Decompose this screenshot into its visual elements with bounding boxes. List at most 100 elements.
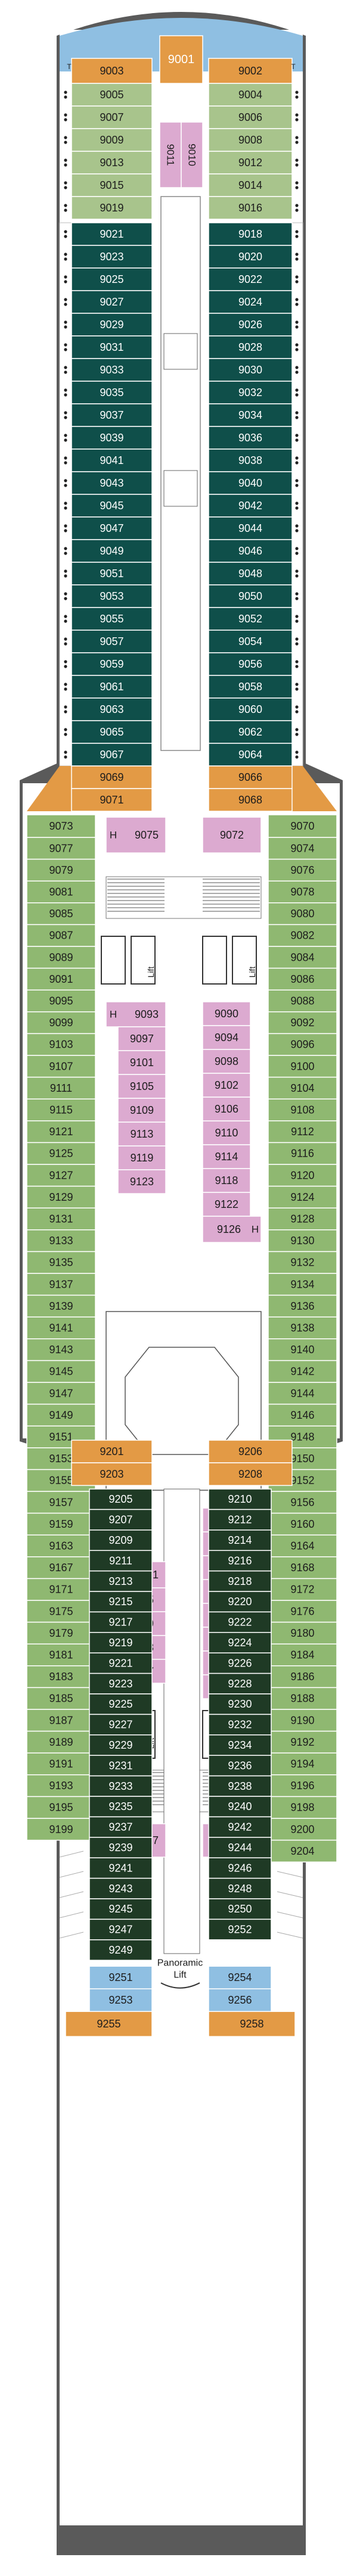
cabin-number: 9199 <box>49 1823 73 1835</box>
cabin-9211: 9211 <box>89 1550 153 1572</box>
cabin-9146: 9146 <box>268 1403 337 1426</box>
cabin-9037: 9037 <box>71 403 153 427</box>
cabin-number: 9153 <box>49 1453 73 1465</box>
wedge-right <box>292 766 337 811</box>
cabin-9071: 9071 <box>71 788 153 812</box>
bed-icon <box>295 91 299 99</box>
dot <box>64 438 67 442</box>
cabin-9008: 9008 <box>208 128 293 152</box>
cabin-9133: 9133 <box>26 1229 96 1253</box>
cabin-9082: 9082 <box>268 924 337 947</box>
cabin-9192: 9192 <box>268 1730 337 1753</box>
cabin-fill <box>202 1144 251 1169</box>
cabin-9074: 9074 <box>268 837 337 860</box>
cabin-9196: 9196 <box>268 1774 337 1798</box>
cabin-fill <box>268 1752 337 1776</box>
dot <box>64 411 67 415</box>
cabin-fill <box>202 1073 251 1098</box>
cabin-9005: 9005 <box>71 83 153 107</box>
dot <box>64 619 67 623</box>
bed-icon <box>295 728 299 736</box>
cabin-number: 9144 <box>290 1387 314 1399</box>
cabin-9102: 9102 <box>202 1073 251 1098</box>
dot <box>64 370 67 374</box>
cabin-number: 9255 <box>97 2018 120 2030</box>
cabin-number: 9168 <box>290 1562 314 1574</box>
dot <box>64 502 67 505</box>
cabin-9134: 9134 <box>268 1273 337 1296</box>
dot <box>295 506 299 510</box>
cabin-fill <box>202 1120 251 1145</box>
cabin-number: 9152 <box>290 1475 314 1487</box>
cabin-9126: 9126 <box>202 1216 262 1243</box>
dot <box>64 393 67 397</box>
dot <box>64 204 67 207</box>
cabin-fill <box>268 1055 337 1078</box>
cabin-9228: 9228 <box>208 1672 272 1695</box>
t-marker: T <box>291 63 296 71</box>
cabin-9041: 9041 <box>71 448 153 472</box>
dot <box>64 547 67 550</box>
cabin-9043: 9043 <box>71 471 153 495</box>
cabin-9172: 9172 <box>268 1578 337 1601</box>
cabin-fill <box>89 1857 153 1879</box>
bed-icon <box>64 705 67 714</box>
cabin-9227: 9227 <box>89 1714 153 1736</box>
cabin-fill <box>26 1055 96 1078</box>
dot <box>295 750 299 754</box>
dot <box>64 592 67 596</box>
dot <box>295 552 299 555</box>
cabin-fill <box>117 1145 166 1170</box>
cabin-number: 9134 <box>290 1278 314 1290</box>
cabin-9252: 9252 <box>208 1918 272 1940</box>
cabin-9175: 9175 <box>26 1600 96 1623</box>
deck-rib <box>277 1891 303 1898</box>
cabin-fill <box>268 1382 337 1405</box>
bed-icon <box>64 479 67 487</box>
cabin-9200: 9200 <box>268 1818 337 1841</box>
cabin-number: 9229 <box>108 1739 132 1751</box>
cabin-9137: 9137 <box>26 1273 96 1296</box>
cabin-number: 9141 <box>49 1322 73 1334</box>
cabin-9026: 9026 <box>208 313 293 337</box>
bed-icon <box>64 275 67 284</box>
cabin-9256: 9256 <box>208 1988 272 2012</box>
cabin-9121: 9121 <box>26 1120 96 1144</box>
cabin-number: 9207 <box>108 1514 132 1526</box>
cabin-number: 9002 <box>238 65 262 77</box>
cabin-fill <box>208 516 293 540</box>
cabin-9226: 9226 <box>208 1652 272 1674</box>
bed-icon <box>64 366 67 374</box>
cabin-number: 9078 <box>290 886 314 898</box>
cabin-number: 9171 <box>49 1584 73 1596</box>
bed-icon <box>295 750 299 759</box>
bed-icon <box>64 637 67 646</box>
cabin-fill <box>208 675 293 699</box>
cabin-fill <box>268 880 337 904</box>
cabin-fill <box>26 1207 96 1231</box>
dot <box>295 320 299 324</box>
cabin-number: 9090 <box>215 1008 238 1020</box>
cabin-number: 9058 <box>238 681 262 693</box>
cabin-number: 9214 <box>228 1534 252 1546</box>
cabin-fill <box>268 1164 337 1187</box>
bed-icon <box>64 91 67 99</box>
cabin-fill <box>208 1611 272 1633</box>
cabin-fill <box>208 1775 272 1797</box>
cabin-9247: 9247 <box>89 1918 153 1940</box>
cabin-fill <box>26 1730 96 1753</box>
cabin-number: 9084 <box>290 951 314 963</box>
cabin-number: 9225 <box>108 1698 132 1710</box>
cabin-fill <box>208 335 293 359</box>
cabin-9107: 9107 <box>26 1055 96 1078</box>
cabin-number: 9076 <box>290 864 314 876</box>
cabin-fill <box>26 1273 96 1296</box>
cabin-9103: 9103 <box>26 1033 96 1056</box>
cabin-number: 9208 <box>238 1468 262 1480</box>
cabin-number: 9029 <box>100 319 123 331</box>
cabin-fill <box>26 1076 96 1099</box>
cabin-number: 9091 <box>49 973 73 985</box>
cabin-number: 9114 <box>215 1151 238 1163</box>
cabin-9125: 9125 <box>26 1142 96 1165</box>
